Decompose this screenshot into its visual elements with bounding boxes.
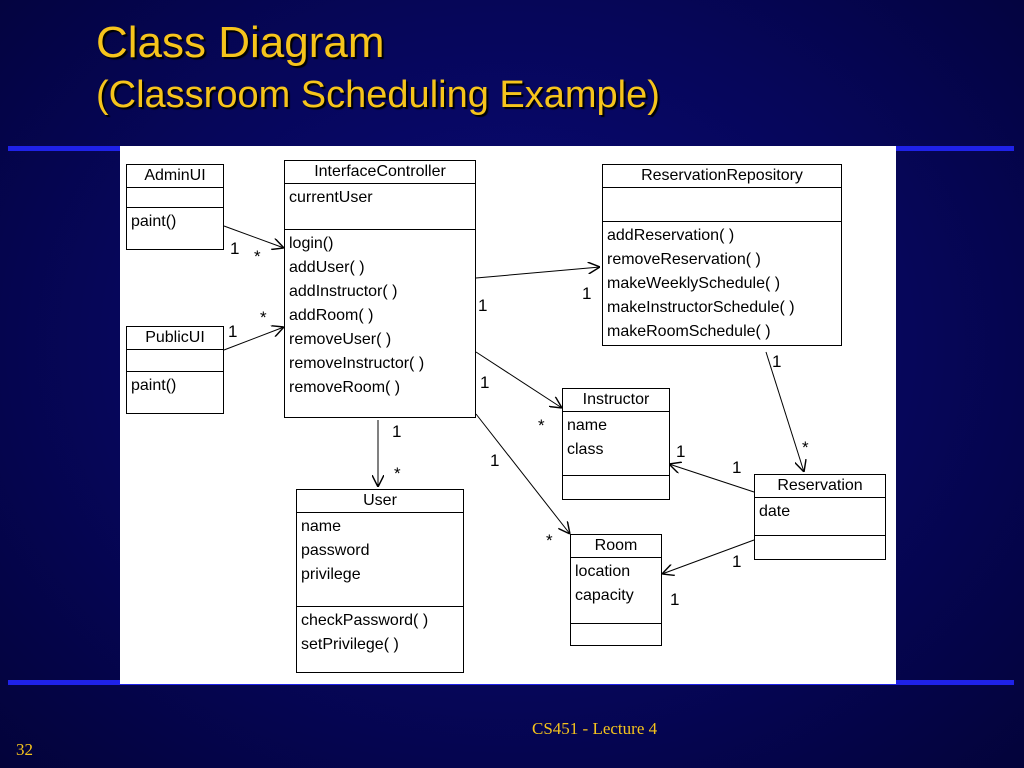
mult-adminui-end: 1	[230, 239, 240, 258]
attribute: class	[567, 441, 604, 458]
mult-repo-reservation-end: 1	[772, 352, 782, 371]
method: removeUser( )	[289, 331, 392, 348]
attributes-section: name class	[563, 412, 669, 476]
attribute: currentUser	[289, 189, 373, 206]
assoc-repository-reservation	[765, 351, 804, 472]
method: checkPassword( )	[301, 612, 429, 629]
methods-section: checkPassword( ) setPrivilege( )	[297, 607, 463, 659]
class-name: User	[297, 490, 463, 513]
mult-user-controller-end: *	[394, 464, 401, 483]
title-line-2: (Classroom Scheduling Example)	[96, 74, 660, 116]
class-reservation[interactable]: Reservation date	[754, 474, 886, 560]
mult-instructor-reservation-end: 1	[676, 442, 686, 461]
mult-controller-adminui-end: *	[254, 247, 261, 266]
mult-controller-repo-end: 1	[478, 296, 488, 315]
method: makeInstructorSchedule( )	[607, 299, 795, 316]
footer-course: CS451 - Lecture 4	[532, 719, 658, 738]
class-user[interactable]: User name password privilege checkPasswo…	[296, 489, 464, 673]
attributes-section	[127, 188, 223, 208]
assoc-reservation-instructor	[669, 464, 755, 493]
class-name: Room	[571, 535, 661, 558]
method: addUser( )	[289, 259, 365, 276]
slide-title: Class Diagram (Classroom Scheduling Exam…	[96, 18, 660, 120]
class-reservationrepository[interactable]: ReservationRepository addReservation( ) …	[602, 164, 842, 346]
mult-room-controller-end: *	[546, 531, 553, 550]
attribute: capacity	[575, 587, 634, 604]
method: login()	[289, 235, 334, 252]
attribute: name	[301, 518, 342, 535]
class-name: ReservationRepository	[603, 165, 841, 188]
attribute: privilege	[301, 566, 361, 583]
methods-section	[571, 624, 661, 628]
class-adminui[interactable]: AdminUI paint()	[126, 164, 224, 250]
attribute: password	[301, 542, 370, 559]
mult-reservation-room-end: 1	[732, 552, 742, 571]
class-name: Reservation	[755, 475, 885, 498]
attributes-section: currentUser	[285, 184, 475, 230]
method: removeRoom( )	[289, 379, 401, 396]
assoc-controller-room	[475, 413, 570, 534]
method: addRoom( )	[289, 307, 374, 324]
methods-section: paint()	[127, 372, 223, 400]
mult-controller-user-end: 1	[392, 422, 402, 441]
attributes-section	[603, 188, 841, 222]
method: setPrivilege( )	[301, 636, 399, 653]
assoc-adminui-controller	[223, 225, 284, 248]
class-name: AdminUI	[127, 165, 223, 188]
assoc-publicui-controller	[223, 327, 284, 351]
method: makeRoomSchedule( )	[607, 323, 771, 340]
title-line-1: Class Diagram	[96, 18, 385, 67]
mult-reservation-repo-end: *	[802, 438, 809, 457]
method: addReservation( )	[607, 227, 735, 244]
method: paint()	[131, 377, 177, 394]
class-name: InterfaceController	[285, 161, 475, 184]
attributes-section: date	[755, 498, 885, 536]
mult-reservation-instructor-end: 1	[732, 458, 742, 477]
mult-room-reservation-end: 1	[670, 590, 680, 609]
mult-controller-instructor-end: 1	[480, 373, 490, 392]
attribute: date	[759, 503, 791, 520]
slide-number: 32	[16, 740, 33, 759]
methods-section	[755, 536, 885, 540]
method: removeReservation( )	[607, 251, 761, 268]
class-interfacecontroller[interactable]: InterfaceController currentUser login() …	[284, 160, 476, 418]
method: makeWeeklySchedule( )	[607, 275, 781, 292]
mult-controller-room-end: 1	[490, 451, 500, 470]
class-name: Instructor	[563, 389, 669, 412]
diagram-canvas: AdminUI paint() PublicUI paint() Interfa…	[120, 146, 896, 684]
method: removeInstructor( )	[289, 355, 425, 372]
mult-repo-controller-end: 1	[582, 284, 592, 303]
method: addInstructor( )	[289, 283, 398, 300]
class-name: PublicUI	[127, 327, 223, 350]
assoc-controller-repository	[475, 267, 600, 279]
class-room[interactable]: Room location capacity	[570, 534, 662, 646]
assoc-controller-instructor	[475, 351, 562, 408]
attributes-section	[127, 350, 223, 372]
mult-controller-publicui-end: *	[260, 308, 267, 327]
methods-section	[563, 476, 669, 480]
attribute: location	[575, 563, 631, 580]
class-publicui[interactable]: PublicUI paint()	[126, 326, 224, 414]
method: paint()	[131, 213, 177, 230]
mult-instructor-controller-end: *	[538, 416, 545, 435]
attributes-section: name password privilege	[297, 513, 463, 607]
methods-section: login() addUser( ) addInstructor( ) addR…	[285, 230, 475, 402]
methods-section: paint()	[127, 208, 223, 236]
attributes-section: location capacity	[571, 558, 661, 624]
methods-section: addReservation( ) removeReservation( ) m…	[603, 222, 841, 346]
class-instructor[interactable]: Instructor name class	[562, 388, 670, 500]
attribute: name	[567, 417, 608, 434]
association-lines	[223, 225, 896, 684]
assoc-reservation-room	[662, 539, 755, 574]
mult-publicui-end: 1	[228, 322, 238, 341]
